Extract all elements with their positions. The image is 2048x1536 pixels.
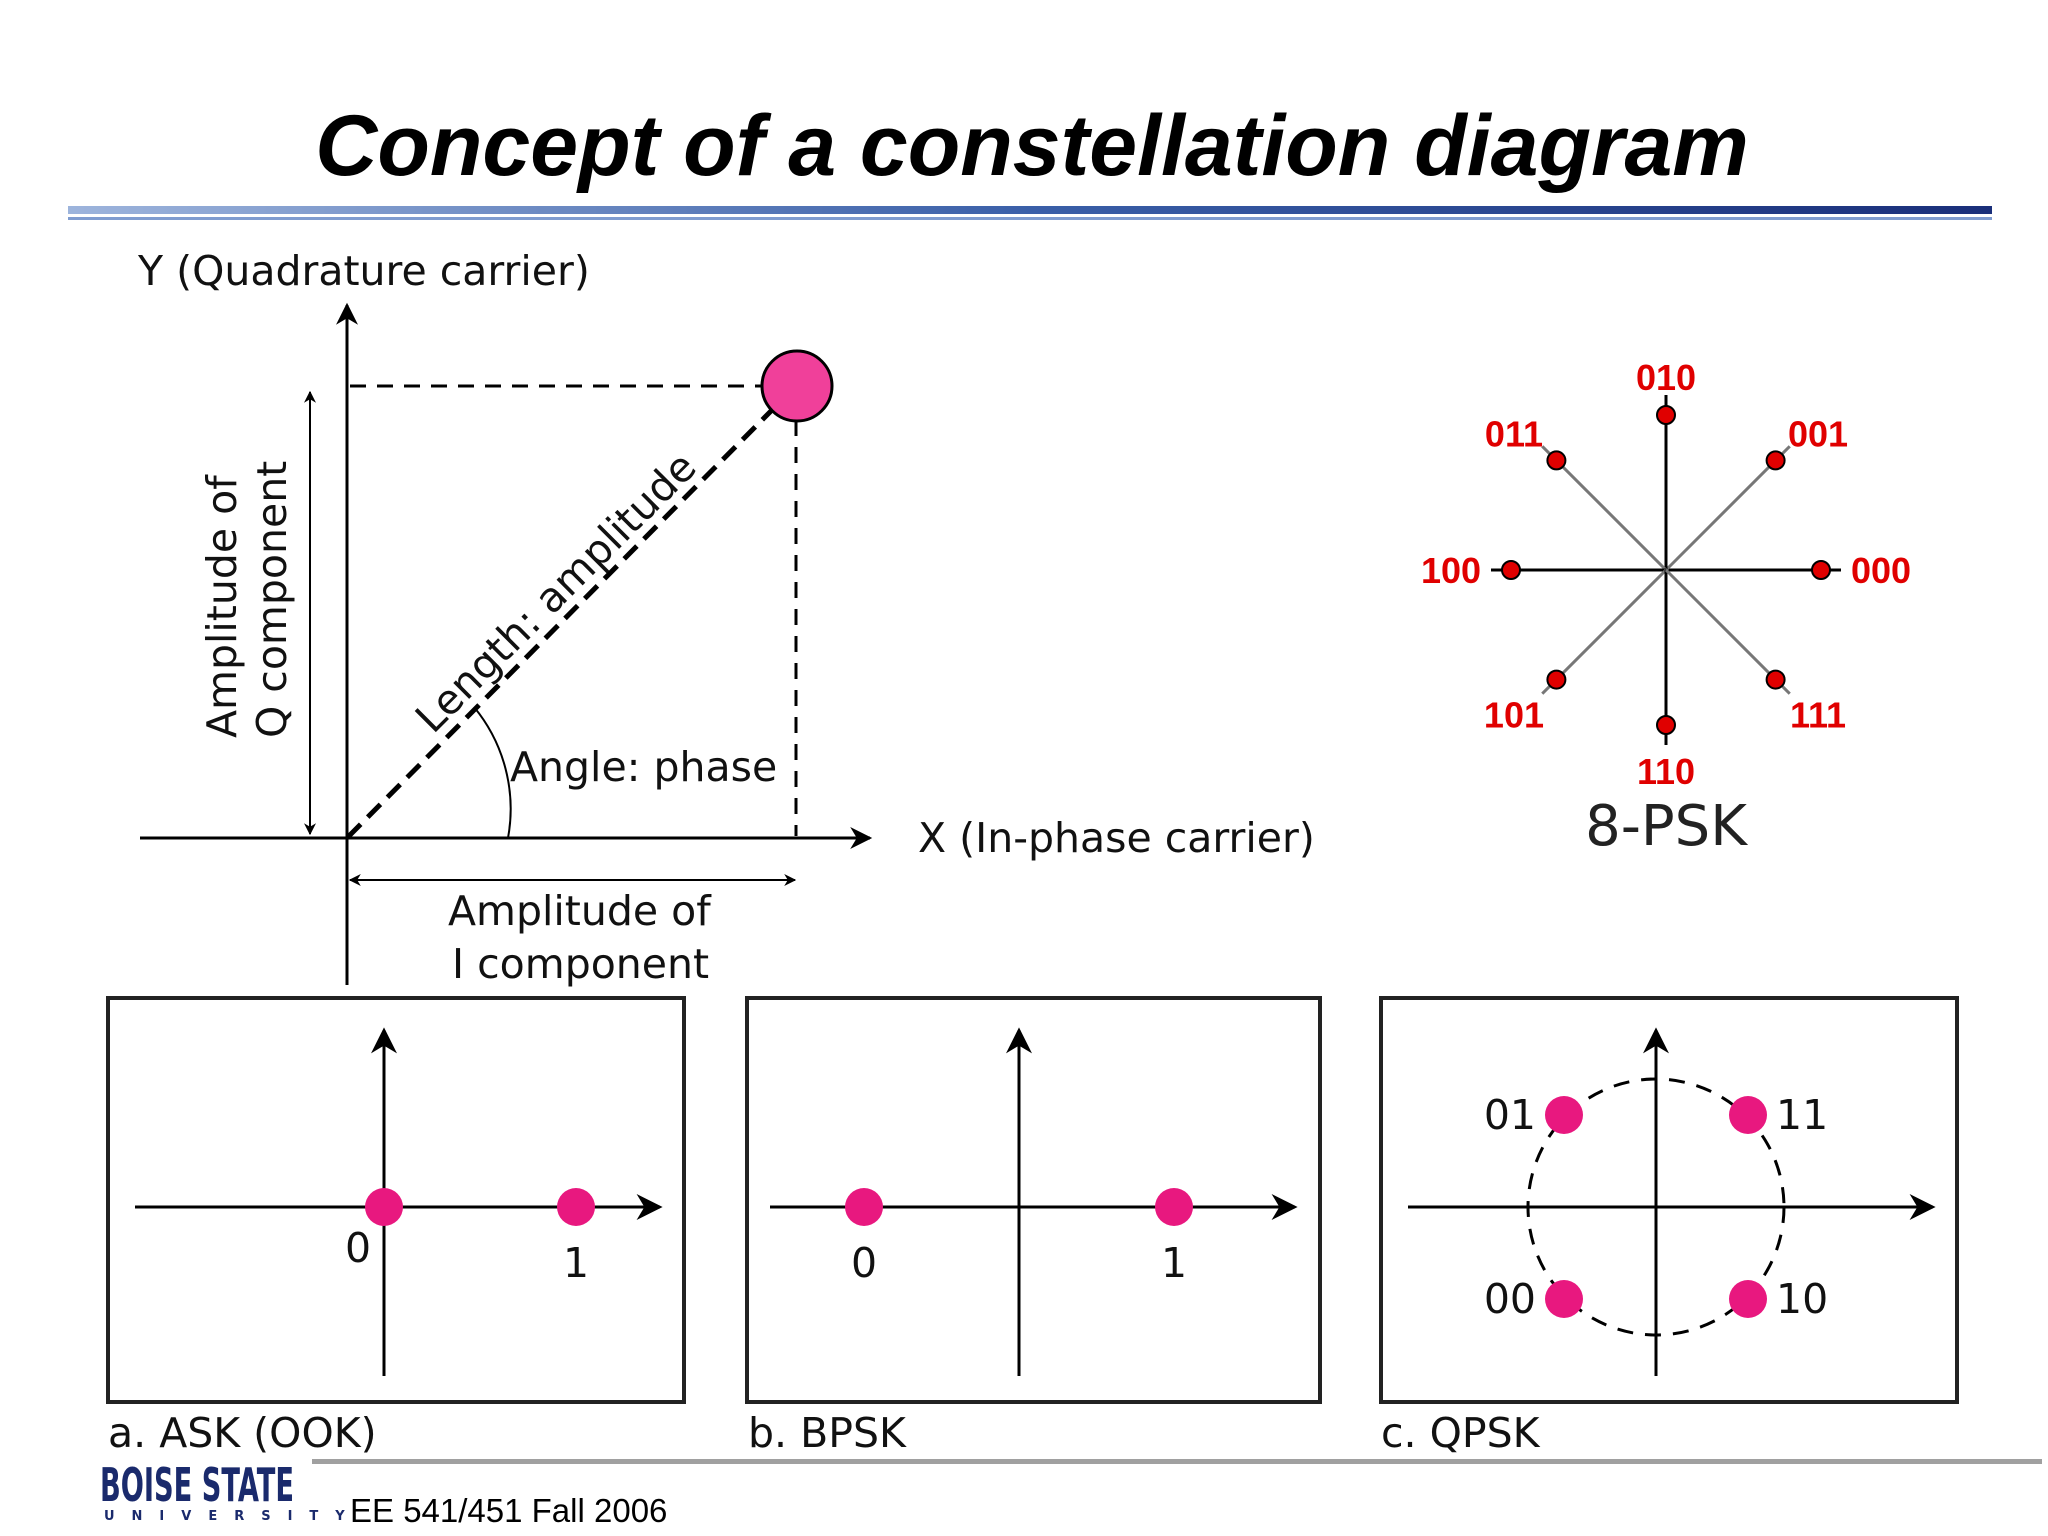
psk8-point-101 [1546, 669, 1567, 690]
psk8-label-100: 100 [1421, 550, 1481, 591]
panel-bpsk-caption: b. BPSK [748, 1409, 907, 1457]
page-title: Concept of a constellation diagram [315, 98, 1749, 194]
ask-points-label-1: 1 [563, 1239, 589, 1287]
panel-qpsk: 01 11 00 10 c. QPSK [1379, 996, 1959, 1457]
boise-state-logo: BOISE STATE UNIVERSITY [100, 1458, 362, 1524]
psk8-point-110 [1656, 715, 1676, 735]
psk8-diagram: 000 001 010 011 100 101 110 111 8-PSK [1421, 357, 1911, 859]
qpsk-points-label-00: 00 [1484, 1275, 1536, 1323]
svg-text:Q component: Q component [248, 461, 296, 738]
psk8-label-111: 111 [1790, 694, 1846, 735]
panel-qpsk-frame [1379, 996, 1959, 1404]
psk8-point-000 [1811, 560, 1831, 580]
main-diagram: Y (Quadrature carrier) X (In-phase carri… [137, 247, 1315, 988]
bpsk-points-point-0 [845, 1188, 883, 1226]
phase-angle-arc [473, 706, 512, 839]
psk8-point-100 [1501, 560, 1521, 580]
psk8-point-111 [1765, 669, 1786, 690]
psk8-points: 000 001 010 011 100 101 110 111 [1421, 357, 1911, 792]
panel-ask-frame [106, 996, 686, 1404]
qpsk-points-label-01: 01 [1484, 1091, 1536, 1139]
bpsk-points-label-0: 0 [851, 1239, 877, 1287]
psk8-label-110: 110 [1637, 751, 1695, 792]
i-amplitude-line1: Amplitude of [448, 887, 712, 935]
qpsk-points-point-00 [1545, 1280, 1583, 1318]
amplitude-vector [346, 408, 774, 839]
x-axis-label: X (In-phase carrier) [918, 814, 1315, 862]
logo-text-top: BOISE STATE [100, 1458, 294, 1512]
qpsk-points-label-10: 10 [1776, 1275, 1828, 1323]
psk8-label-001: 001 [1788, 414, 1848, 455]
ask-points-point-0 [365, 1188, 403, 1226]
qpsk-points-point-11 [1729, 1096, 1767, 1134]
y-axis-label: Y (Quadrature carrier) [137, 247, 590, 295]
panel-bpsk-frame [745, 996, 1322, 1404]
psk8-label-010: 010 [1636, 357, 1696, 398]
panel-ask-caption: a. ASK (OOK) [108, 1409, 377, 1457]
psk8-point-001 [1765, 450, 1786, 471]
title-rule [68, 206, 1992, 214]
qpsk-points-label-11: 11 [1776, 1091, 1828, 1139]
q-amplitude-label: Amplitude of Q component [198, 461, 296, 738]
ask-points-point-1 [557, 1188, 595, 1226]
i-amplitude-line2: I component [452, 940, 709, 988]
logo-text-bottom: UNIVERSITY [104, 1509, 362, 1524]
psk8-point-011 [1546, 450, 1567, 471]
qpsk-points-point-01 [1545, 1096, 1583, 1134]
footer-rule [312, 1459, 2042, 1464]
svg-text:Amplitude of: Amplitude of [198, 474, 246, 738]
psk8-label-011: 011 [1485, 414, 1543, 455]
panel-qpsk-caption: c. QPSK [1381, 1409, 1541, 1457]
bpsk-points-point-1 [1155, 1188, 1193, 1226]
panel-qpsk-points: 01 11 00 10 [1484, 1091, 1828, 1323]
psk8-point-010 [1656, 405, 1676, 425]
psk8-title: 8-PSK [1585, 794, 1748, 859]
qpsk-points-point-10 [1729, 1280, 1767, 1318]
footer-course: EE 541/451 Fall 2006 [350, 1492, 667, 1529]
bpsk-points-label-1: 1 [1161, 1239, 1187, 1287]
psk8-label-000: 000 [1851, 550, 1911, 591]
signal-point [760, 349, 834, 423]
length-label: Length: amplitude [406, 443, 705, 742]
angle-label: Angle: phase [510, 743, 777, 791]
title-rule-thin [68, 217, 1992, 220]
psk8-label-101: 101 [1484, 694, 1544, 735]
ask-points-label-0: 0 [345, 1224, 371, 1272]
